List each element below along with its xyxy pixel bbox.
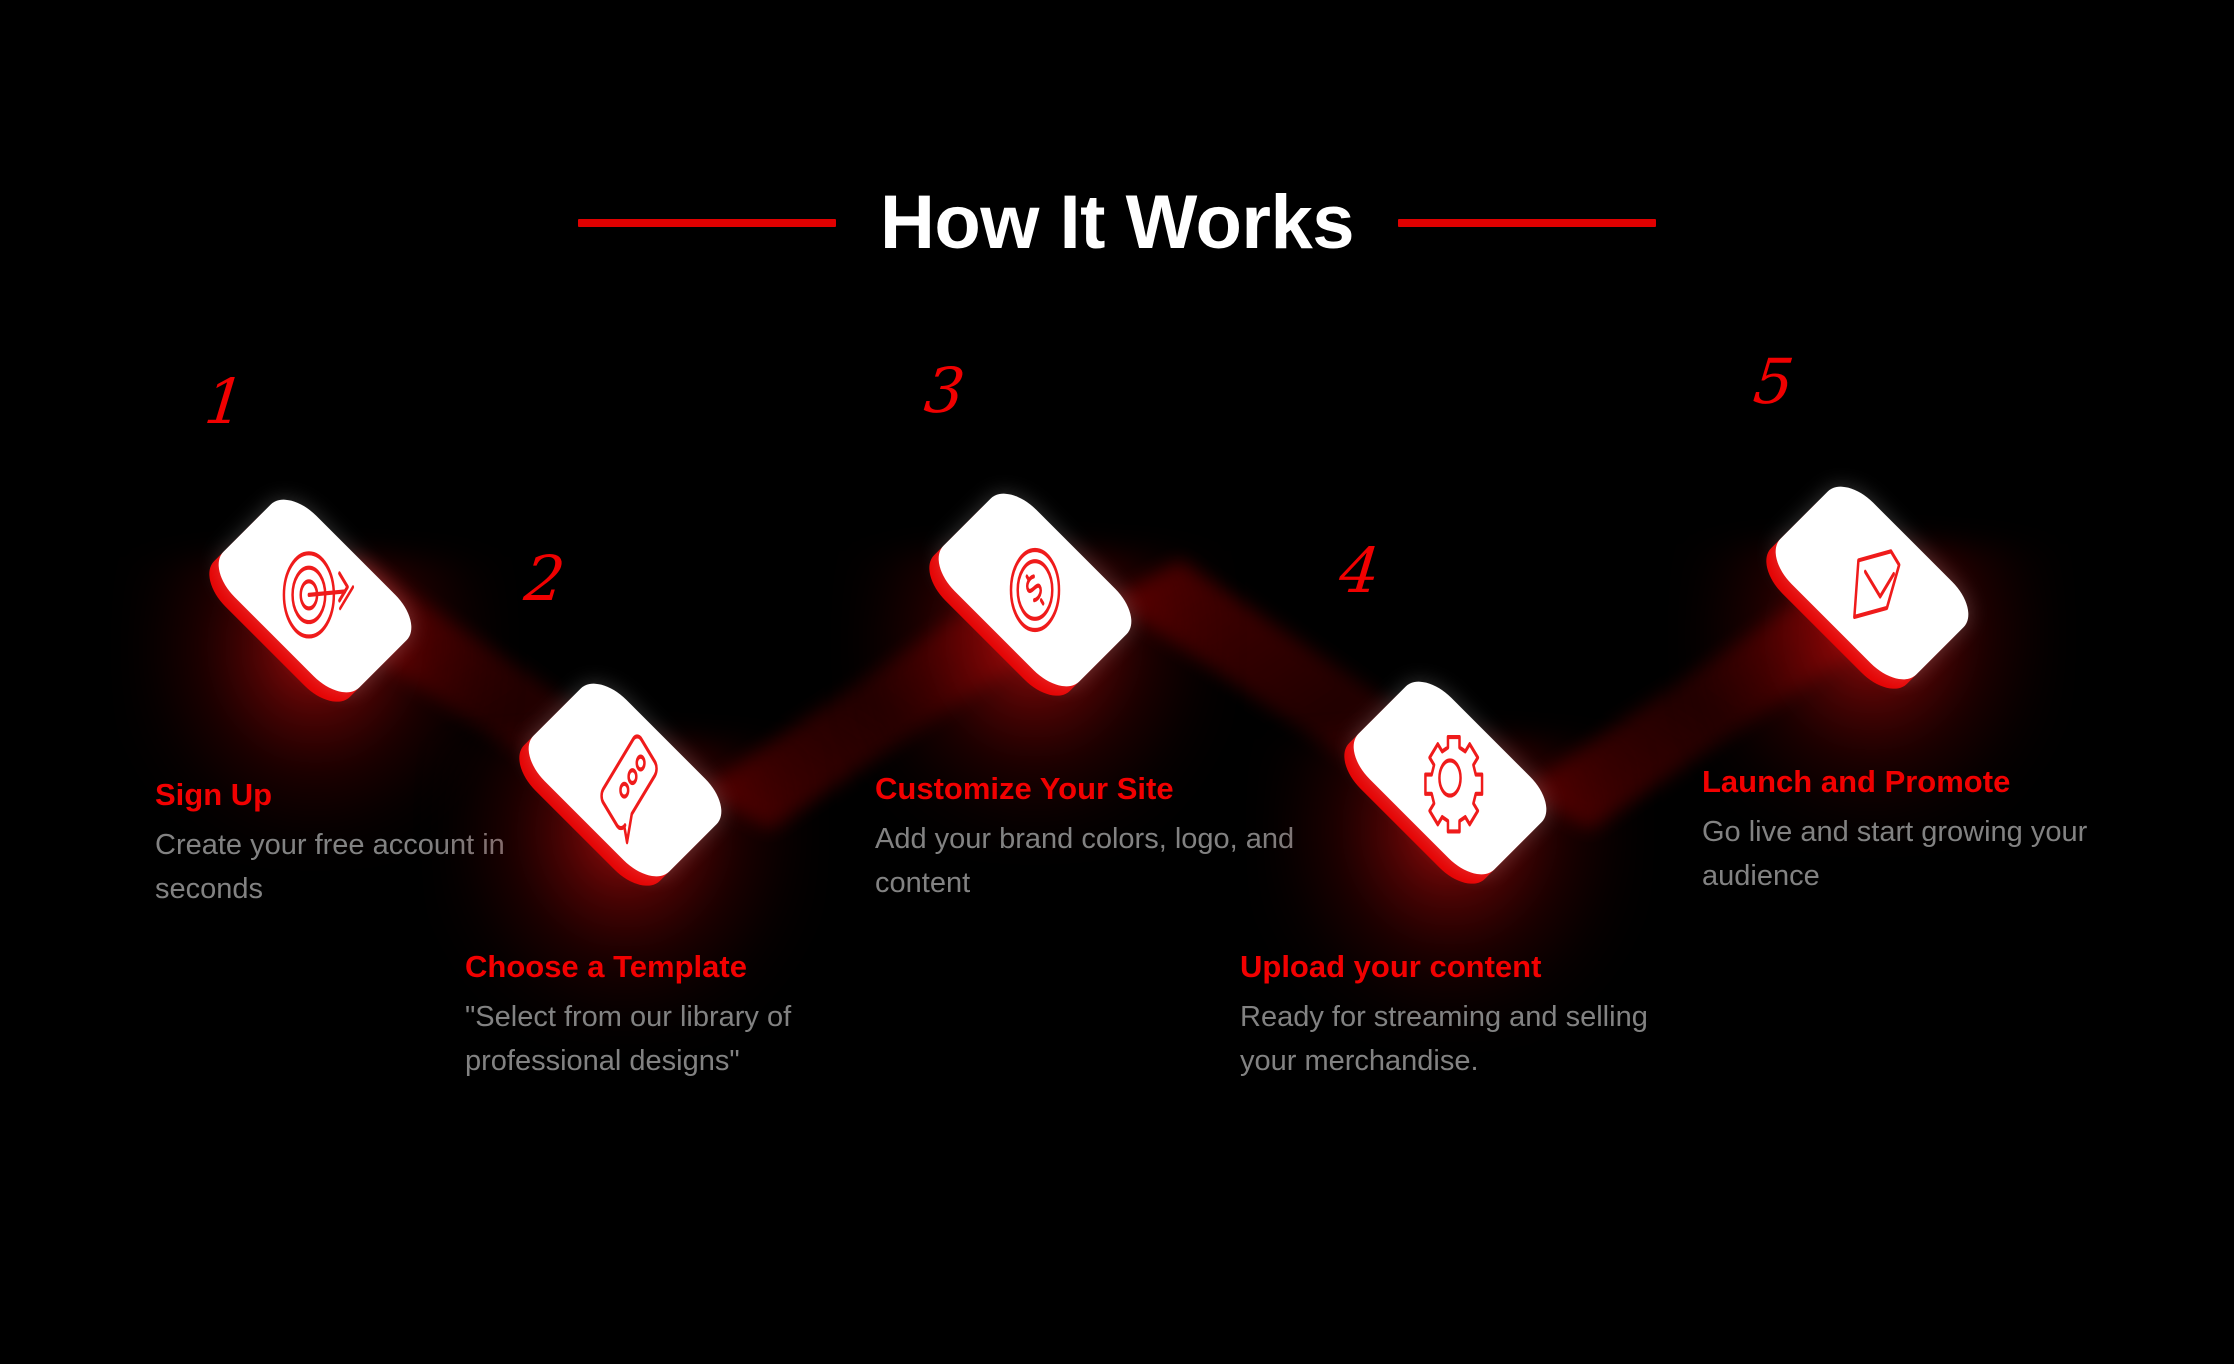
page-title: How It Works (880, 180, 1354, 265)
step-2-tile[interactable] (435, 650, 815, 1041)
chat-bubble-icon (557, 667, 693, 893)
step-4-tile[interactable] (1260, 648, 1640, 1039)
gear-icon (1382, 665, 1518, 891)
step-2-desc: "Select from our library of professional… (465, 1000, 792, 1077)
step-2-text: Choose a Template "Select from our libra… (465, 948, 885, 1083)
step-5-title: Launch and Promote (1702, 764, 2011, 799)
step-3-text: Customize Your Site Add your brand color… (875, 770, 1295, 905)
step-3-title: Customize Your Site (875, 771, 1174, 806)
step-4-text: Upload your content Ready for streaming … (1240, 948, 1660, 1083)
step-1-tile[interactable] (125, 466, 505, 857)
section-header: How It Works (0, 168, 2234, 278)
step-5-desc: Go live and start growing your audience (1702, 815, 2088, 892)
step-2-number: 2 (521, 542, 569, 615)
title-rule-left (578, 219, 836, 227)
step-1-title: Sign Up (155, 777, 273, 812)
step-3-desc: Add your brand colors, logo, and content (875, 822, 1295, 899)
step-1-number: 1 (201, 365, 249, 438)
step-3-tile[interactable] (845, 460, 1225, 851)
launch-arrow-icon (1804, 470, 1940, 696)
step-4-number: 4 (1336, 534, 1384, 607)
step-2-title: Choose a Template (465, 949, 747, 984)
target-arrow-icon (247, 483, 383, 709)
dollar-coin-icon (967, 477, 1103, 703)
step-5-text: Launch and Promote Go live and start gro… (1702, 763, 2122, 898)
step-1-text: Sign Up Create your free account in seco… (155, 776, 575, 911)
step-4-title: Upload your content (1240, 949, 1542, 984)
title-rule-right (1397, 219, 1656, 227)
step-4-desc: Ready for streaming and selling your mer… (1240, 1000, 1648, 1077)
step-5-number: 5 (1750, 345, 1798, 418)
step-3-number: 3 (921, 354, 969, 427)
step-5-tile[interactable] (1682, 453, 2062, 844)
